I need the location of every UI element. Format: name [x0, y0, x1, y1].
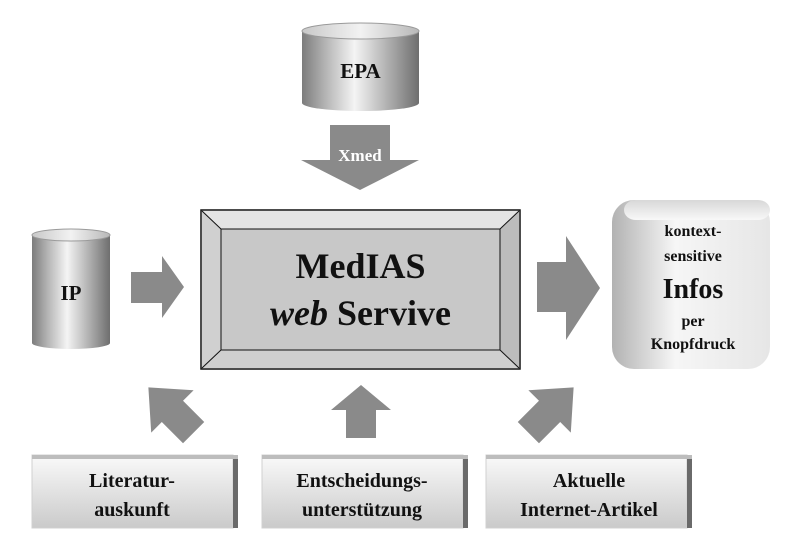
entscheidung-line1: Entscheidungs- [296, 470, 427, 492]
xmed-label: Xmed [338, 146, 382, 165]
literatur-line1: Literatur- [89, 470, 175, 492]
infos-line3: Infos [663, 274, 724, 305]
entscheidung-box: Entscheidungs- unterstützung [261, 454, 468, 529]
infos-line4: per [681, 313, 704, 330]
epa-label: EPA [340, 59, 381, 83]
epa-database: EPA [301, 22, 420, 111]
center-title-web: web [270, 293, 328, 333]
ip-arrow [131, 256, 184, 318]
infos-line5: Knopfdruck [651, 336, 736, 353]
center-title-line1: MedIAS [295, 246, 425, 286]
aktuelle-box: Aktuelle Internet-Artikel [485, 454, 692, 529]
literatur-line2: auskunft [94, 499, 170, 521]
center-title-service: Servive [337, 293, 451, 333]
literatur-box: Literatur- auskunft [31, 454, 238, 529]
infos-line1: kontext- [665, 223, 722, 240]
center-title-line2: web Servive [270, 293, 451, 333]
ip-database: IP [31, 228, 111, 349]
aktuelle-line2: Internet-Artikel [520, 499, 658, 521]
context-infos-box: kontext- sensitive Infos per Knopfdruck [612, 200, 770, 369]
entscheidung-arrow [331, 385, 391, 438]
aktuelle-arrow [517, 387, 574, 444]
medias-web-service-box: MedIAS web Servive [200, 209, 521, 370]
infos-line2: sensitive [664, 248, 722, 265]
literatur-arrow [148, 387, 205, 444]
aktuelle-line1: Aktuelle [553, 470, 625, 492]
ip-label: IP [61, 281, 82, 305]
infos-arrow [537, 236, 600, 340]
xmed-arrow: Xmed [301, 125, 419, 190]
entscheidung-line2: unterstützung [302, 499, 422, 521]
